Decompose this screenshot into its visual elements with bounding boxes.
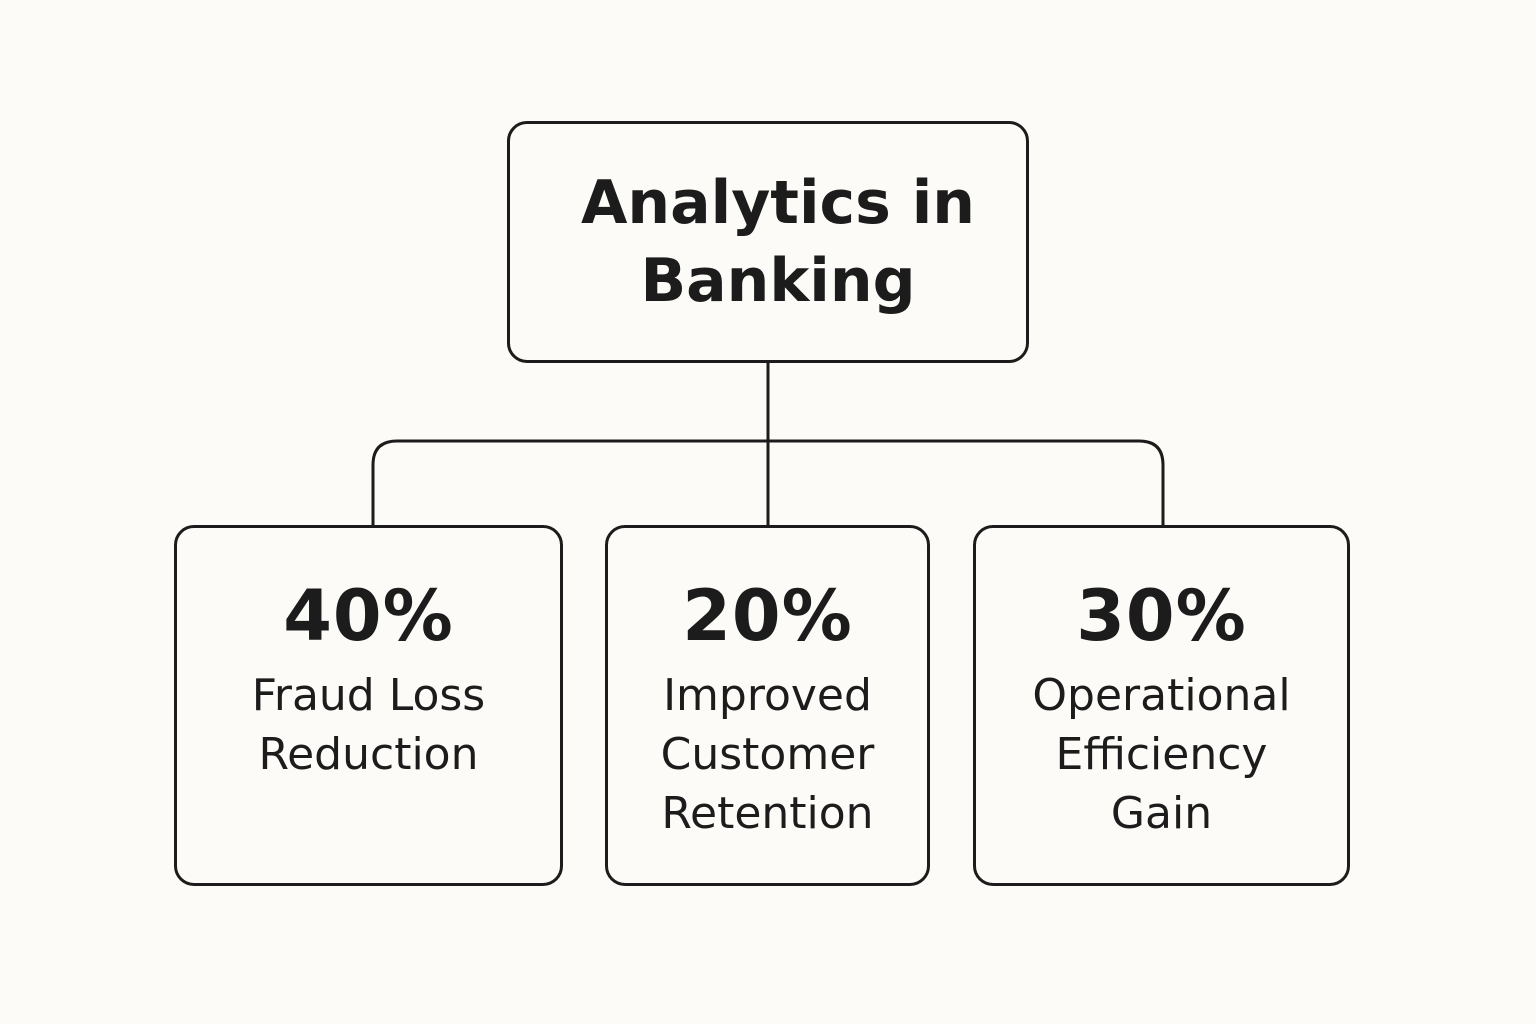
metric-value: 30%	[1076, 575, 1247, 657]
branch-connector-line	[371, 439, 1165, 525]
metric-card-operational-efficiency: 30% Operational Efficiency Gain	[973, 525, 1350, 886]
metric-value: 20%	[682, 575, 853, 657]
root-node: Analytics in Banking	[507, 121, 1029, 363]
metric-card-fraud-loss: 40% Fraud Loss Reduction	[174, 525, 563, 886]
root-title: Analytics in Banking	[580, 168, 975, 316]
metric-label: Improved Customer Retention	[660, 670, 875, 839]
metric-value: 40%	[283, 575, 454, 657]
metric-label: Fraud Loss Reduction	[251, 670, 486, 780]
metric-card-customer-retention: 20% Improved Customer Retention	[605, 525, 930, 886]
metric-label: Operational Efficiency Gain	[1032, 670, 1291, 839]
